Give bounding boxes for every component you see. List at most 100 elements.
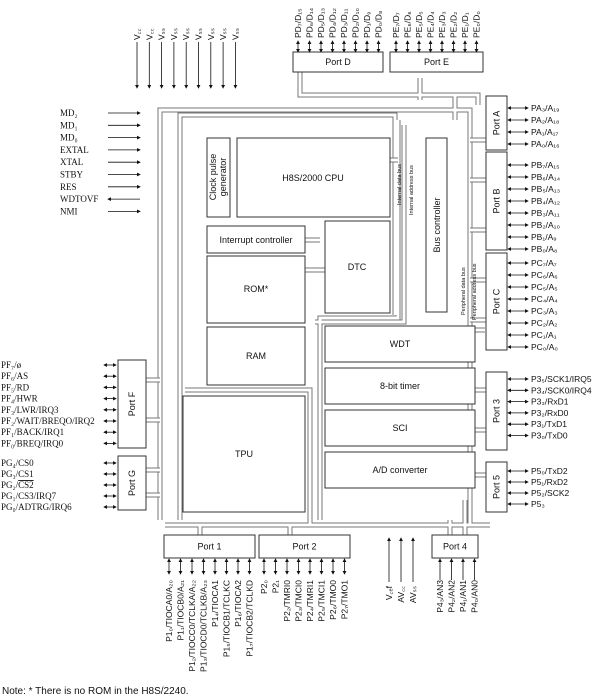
pin-label: Vₛₛ [157,28,167,40]
pins-portC: PC₇/A₇PC₆/A₆PC₅/A₅PC₄/A₄PC₃/A₃PC₂/A₂PC₁/… [507,258,558,352]
pin-label: PB₂/A₁₀ [531,220,561,230]
pin-label: Vₛₛ [218,28,228,40]
pin-label: PC₀/A₀ [531,342,558,352]
wdt-label: WDT [390,339,411,349]
clock-label-2: generator [218,158,228,197]
rom-label: ROM* [244,284,269,294]
pin-label: PE₅/D₅ [414,11,424,38]
pin-label: PB₅/A₁₃ [531,184,560,194]
pin-label: PA₂/A₁₈ [531,115,560,125]
wdt-block: WDT [324,325,476,363]
internal-address-bus-label: Internal address bus [409,165,415,215]
pin-label: P2₃/TMCI0 [294,580,304,622]
port-label: Port 1 [197,542,221,552]
pin-label: P3₁/TxD1 [531,419,567,429]
pin-label: P1₀/TIOCA0/A₂₀ [164,580,174,642]
port-c: Port C [485,252,508,351]
pin-label: PD₅/D₁₃ [316,8,326,38]
port-label: Port 5 [492,475,502,499]
pin-label: P1₇/TIOCB2/TCLKD [245,580,255,657]
pin-label: PG₄/CS0 [1,458,34,468]
port-e: Port E [389,51,484,73]
ram-label: RAM [246,351,266,361]
pin-label: PE₆/D₆ [403,11,413,38]
pin-label: P3₄/SCK0/IRQ4 [531,385,592,395]
cpu-label: H8S/2000 CPU [282,173,344,183]
pin-label: XTAL [60,157,83,167]
pin-label: PG₀/ADTRG/IRQ6 [1,502,72,512]
pin-label: PC₆/A₆ [531,270,558,280]
port-p3: Port 3 [485,371,508,451]
pin-label: P3₂/RxD0 [531,408,569,418]
pin-label: Vₛₛ [169,28,179,40]
pin-label: PF₁/BACK/IRQ1 [1,427,64,437]
adc-label: A/D converter [372,465,427,475]
peripheral-address-bus-label: Peripheral address bus [472,263,478,320]
port-p4: Port 4 [431,534,479,559]
tpu-label: TPU [235,449,253,459]
clock-label-1: Clock pulse [208,154,218,201]
pin-label: PB₃/A₁₁ [531,208,560,218]
port-p1: Port 1 [163,534,256,559]
port-label: Port B [492,188,502,213]
pin-label: PB₄/A₁₂ [531,196,560,206]
pins-portF: PF₇/øPF₆/ASPF₅/RDPF₄/HWRPF₃/LWR/IRQ3PF₂/… [1,360,117,448]
pin-label: PF₇/ø [1,360,22,370]
dtc-label: DTC [348,262,367,272]
port-b: Port B [485,151,508,251]
pin-label: PA₁/A₁₇ [531,127,558,137]
pins-portG: PG₄/CS0PG₃/CS1PG₂/CS2PG₁/CS3/IRQ7PG₀/ADT… [1,458,117,512]
pin-label: PD₀/D₈ [374,10,384,38]
pin-label: V꜀ₑf [384,585,394,600]
port-f: Port F [117,359,147,449]
pin-label: Vₛₛ [206,28,216,40]
pin-label: PB₁/A₉ [531,232,557,242]
pin-label: Vₛₛ [230,28,240,40]
port-label: Port E [424,57,449,67]
clock-pulse-generator: Clock pulse generator [206,137,231,218]
pin-label: Vₛₛ [181,28,191,40]
tpu-block: TPU [182,395,306,513]
pin-label: PB₆/A₁₄ [531,172,561,182]
pin-label: EXTAL [60,145,89,155]
pin-label: P4₀/AN0 [470,580,480,613]
pin-label: PG₂/CS2 [1,480,34,490]
pin-label: AVₛₛ [408,586,418,603]
pin-label: PD₃/D₁₁ [339,8,349,38]
pin-label: PF₄/HWR [1,394,38,404]
pin-label: P1₃/TIOCD0/TCLKB/A₂₃ [199,580,209,672]
port-label: Port 3 [492,399,502,423]
pin-label: P3₀/TxD0 [531,431,568,441]
pin-label: PG₁/CS3/IRQ7 [1,491,57,501]
pin-label: P1₅/TIOCB1/TCLKC [222,580,232,657]
pin-label: MD₁ [60,120,78,130]
pin-label: P2₇/TMO1 [340,580,350,620]
pin-label: P1₁/TIOCB0/A₂₁ [176,580,186,641]
interrupt-controller-block: Interrupt controller [206,225,306,254]
pins-portB: PB₇/A₁₅ PB₆/A₁₄ PB₅/A₁₃ PB₄/A₁₂ PB₃/A₁₁ PB₂/A… [507,160,561,254]
bus-controller-label: Bus controller [432,197,442,252]
pin-label: PD₇/D₁₅ [293,8,303,38]
pin-label: PB₇/A₁₅ [531,160,560,170]
ram-block: RAM [206,326,306,386]
pin-label: PE₃/D₃ [437,11,447,38]
pin-label: P5₁/RxD2 [531,477,568,487]
dtc-block: DTC [324,220,391,314]
pin-label: P5₃ [531,499,545,509]
sci-block: SCI [324,409,476,447]
pin-label: P4₃/AN3 [435,580,445,613]
pin-label: PE₁/D₁ [460,12,470,38]
timer-8bit-block: 8-bit timer [324,367,476,405]
pin-label: P1₆/TIOCA2 [233,580,243,627]
pin-label: P1₄/TIOCA1 [210,580,220,627]
peripheral-data-bus-label: Peripheral data bus [461,267,467,315]
